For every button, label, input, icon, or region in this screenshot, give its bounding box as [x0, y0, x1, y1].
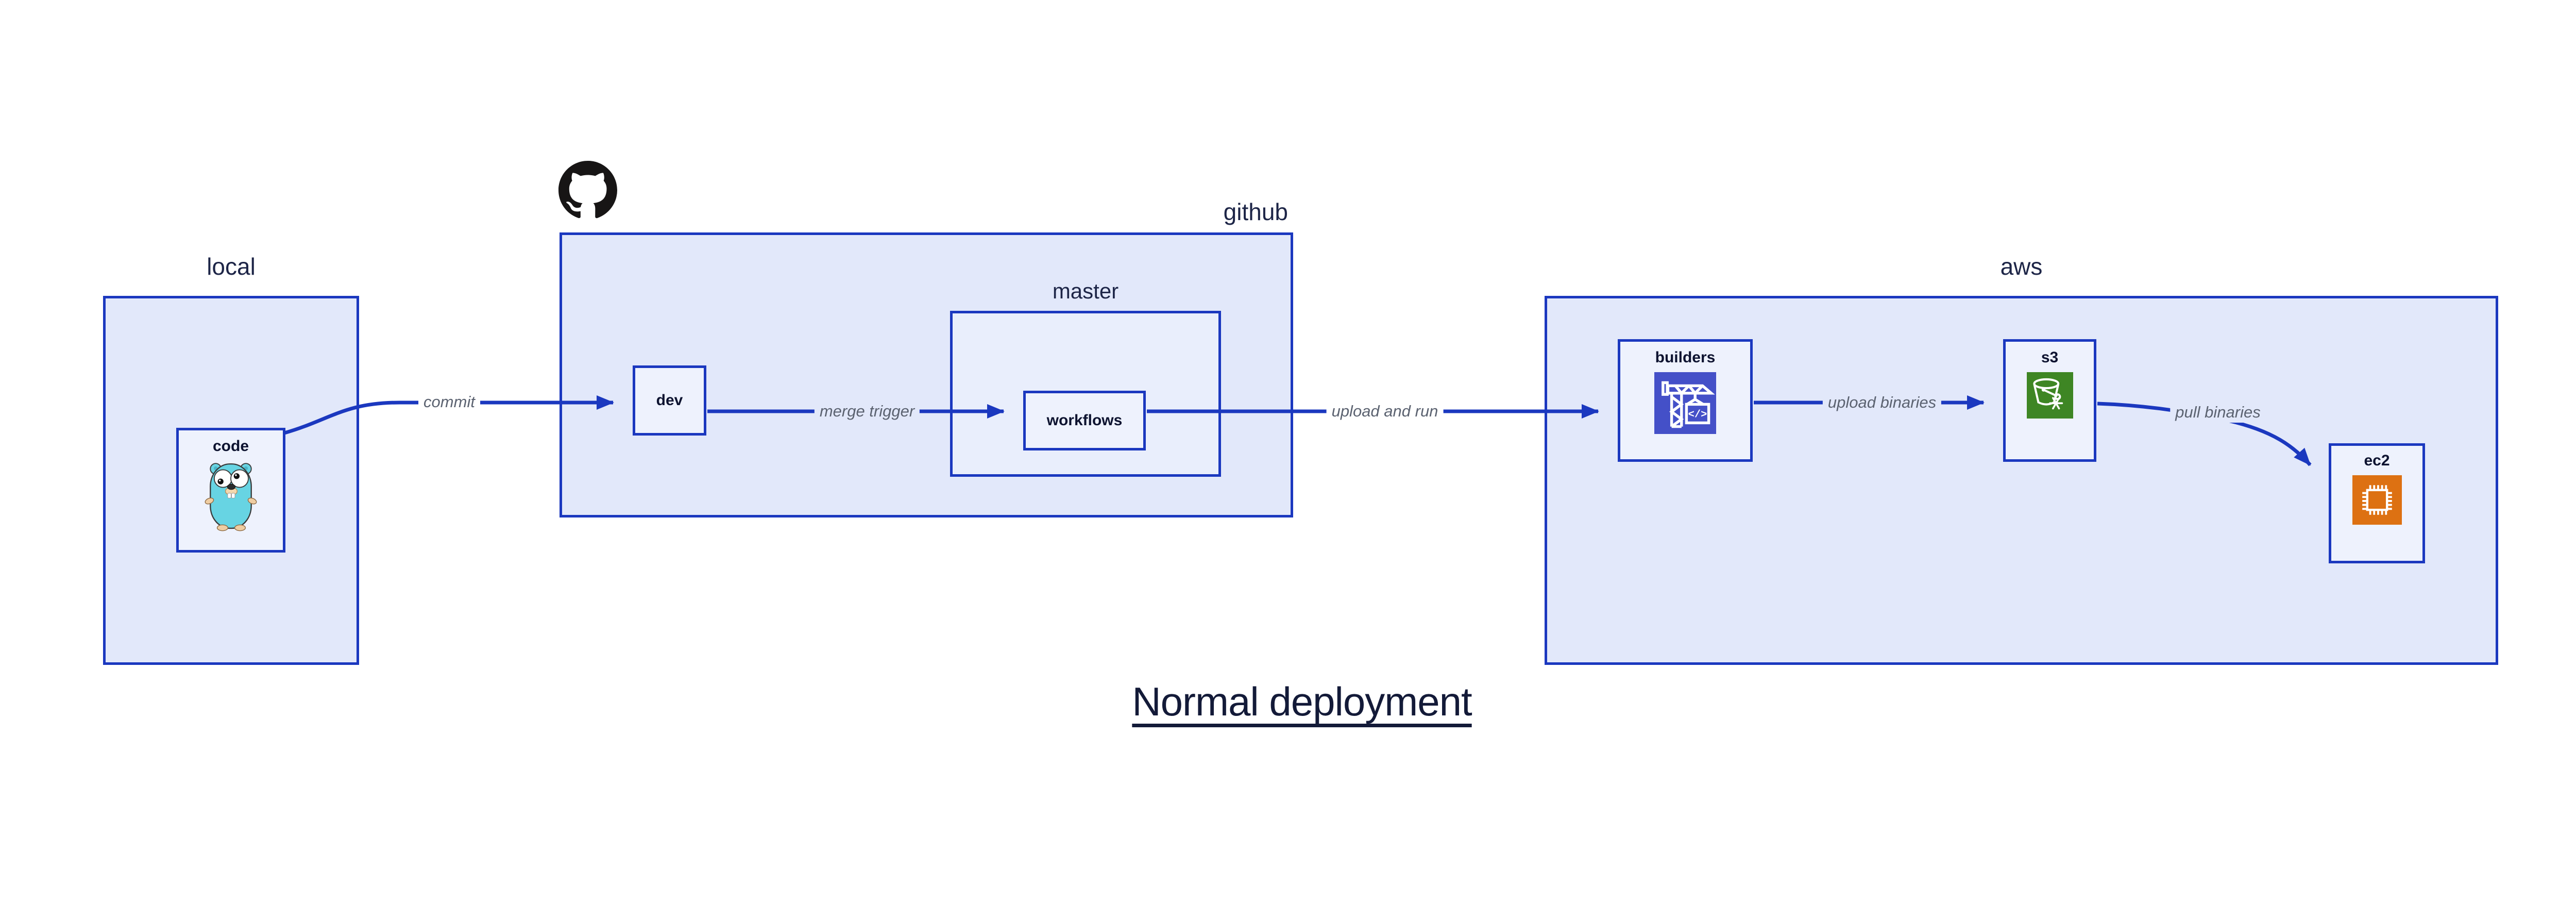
group-label-aws: aws — [2000, 253, 2043, 280]
go-gopher-icon — [205, 463, 257, 531]
aws-ec2-icon — [2352, 475, 2402, 525]
diagram-title: Normal deployment — [0, 678, 2576, 725]
node-label-ec2: ec2 — [2364, 452, 2390, 469]
node-label-dev: dev — [656, 392, 683, 409]
diagram-title-text: Normal deployment — [1132, 679, 1472, 724]
node-label-workflows: workflows — [1046, 412, 1123, 429]
node-ec2: ec2 — [2329, 443, 2425, 563]
node-label-s3: s3 — [2041, 349, 2059, 366]
edge-label-pull-binaries: pull binaries — [2170, 402, 2266, 423]
group-label-master: master — [1052, 279, 1119, 303]
edge-label-upload-and-run: upload and run — [1326, 401, 1444, 422]
node-label-code: code — [212, 438, 249, 455]
aws-s3-glacier-icon — [2026, 372, 2073, 419]
node-label-builders: builders — [1655, 349, 1716, 366]
edge-label-commit: commit — [418, 392, 480, 412]
edge-label-upload-binaries: upload binaries — [1822, 392, 1942, 413]
group-label-local: local — [207, 253, 256, 280]
group-label-github: github — [1223, 198, 1288, 225]
node-workflows: workflows — [1023, 391, 1146, 450]
edge-label-merge-trigger: merge trigger — [814, 401, 920, 422]
code-glyph: </> — [1688, 409, 1707, 421]
node-s3: s3 — [2003, 339, 2096, 462]
node-dev: dev — [633, 365, 706, 436]
node-code: code — [176, 428, 285, 553]
github-octocat-icon — [558, 161, 617, 219]
node-builders: builders </> — [1618, 339, 1753, 462]
aws-codebuild-icon: </> — [1654, 372, 1716, 434]
